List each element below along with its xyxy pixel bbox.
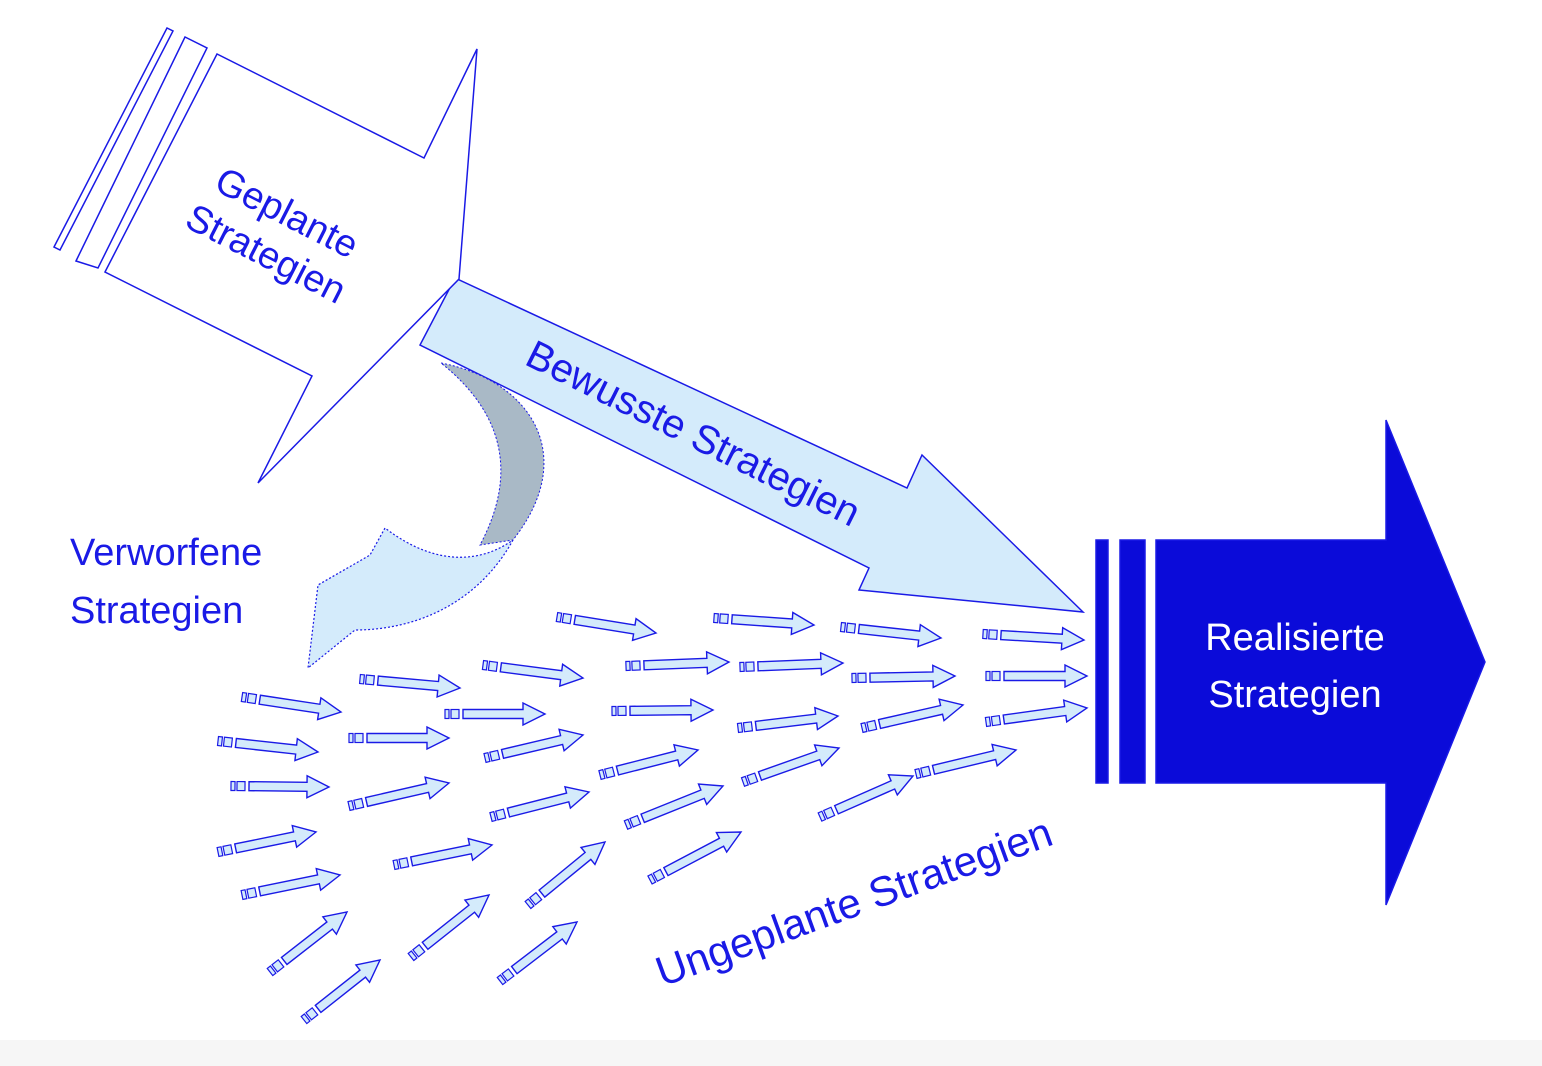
small-arrow xyxy=(555,611,658,642)
small-arrow xyxy=(914,743,1018,780)
realized-label-line2: Strategien xyxy=(1208,674,1381,716)
small-arrow xyxy=(982,626,1086,651)
abandoned-strategy-arrow xyxy=(307,527,514,670)
realized-strategy-arrow xyxy=(1095,419,1486,906)
small-arrow xyxy=(216,735,320,762)
abandoned-label-line2: Strategien xyxy=(70,590,243,632)
small-arrow xyxy=(598,743,700,781)
small-arrow xyxy=(860,698,965,734)
small-arrow xyxy=(240,691,343,721)
abandoned-shadow-curve xyxy=(440,362,545,546)
small-arrow xyxy=(481,659,585,688)
small-arrow xyxy=(623,783,725,830)
small-arrow xyxy=(739,651,845,677)
emergent-strategy-label: Ungeplante Strategien xyxy=(649,808,1058,995)
small-arrow xyxy=(496,921,579,986)
small-arrow xyxy=(230,774,331,799)
small-arrow xyxy=(216,824,318,858)
small-arrow xyxy=(483,728,585,764)
small-arrow xyxy=(358,673,462,699)
small-arrow xyxy=(713,611,816,636)
realized-label-line1: Realisierte xyxy=(1205,617,1385,659)
deliberate-strategy-arrow xyxy=(418,277,1086,613)
small-arrow xyxy=(851,664,957,689)
small-arrow xyxy=(736,706,840,734)
small-arrow xyxy=(348,725,451,751)
small-arrow xyxy=(347,776,451,812)
small-arrow xyxy=(489,785,591,823)
small-arrow xyxy=(625,650,731,676)
small-arrow xyxy=(392,837,494,871)
small-arrow xyxy=(444,701,547,727)
small-arrow xyxy=(740,744,841,788)
abandoned-label-line1: Verworfene xyxy=(70,532,262,574)
footer-strip xyxy=(0,1040,1542,1066)
small-arrow xyxy=(839,621,943,648)
planned-strategy-arrow xyxy=(52,26,478,484)
small-arrow xyxy=(240,867,342,901)
small-arrow xyxy=(647,831,743,885)
emergent-strategy-arrows xyxy=(216,611,1089,1025)
small-arrow xyxy=(611,698,715,723)
small-arrow xyxy=(984,699,1089,728)
deliberate-strategy-label: Bewusste Strategien xyxy=(519,332,867,535)
small-arrow xyxy=(266,911,349,977)
small-arrow xyxy=(524,841,607,910)
small-arrow xyxy=(300,959,382,1025)
small-arrow xyxy=(985,663,1089,689)
small-arrow xyxy=(817,774,915,822)
small-arrow xyxy=(407,894,491,962)
